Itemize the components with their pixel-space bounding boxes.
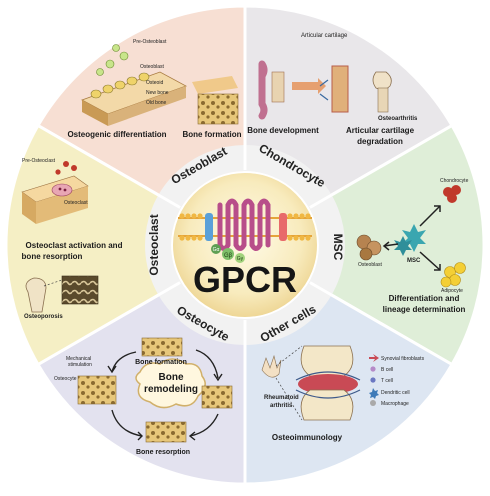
msc-arrows xyxy=(382,205,441,271)
label-bone-formation: Bone formation xyxy=(135,359,187,366)
label-msc-osteoblast: Osteoblast xyxy=(358,262,383,268)
adipocyte-cells xyxy=(440,262,466,288)
center-title: GPCR xyxy=(193,259,297,300)
caption-osteoclast-activation: Osteoclast activation and xyxy=(26,241,123,250)
caption-osteogenic-differentiation: Osteogenic differentiation xyxy=(67,130,166,139)
gpcr-receptor xyxy=(217,198,271,251)
legend-macrophage: Macrophage xyxy=(381,401,409,407)
label-mechanical: Mechanical xyxy=(66,356,91,362)
legend-dendritic-cell: Dendritic cell xyxy=(381,390,410,396)
label-rheumatoid: Rheumatoid xyxy=(264,395,299,401)
label-osteoid: Osteoid xyxy=(146,80,163,86)
svg-text:Gγ: Gγ xyxy=(237,256,244,262)
immune-legend-icons xyxy=(369,354,379,406)
label-bone-resorption: Bone resorption xyxy=(136,449,190,456)
caption-bone-development: Bone development xyxy=(247,126,319,135)
osteoclast-illustration xyxy=(21,161,89,224)
legend-synovial-fibroblasts: Synovial fibroblasts xyxy=(381,356,425,362)
caption-bone-formation: Bone formation xyxy=(182,130,241,139)
legend-t-cell: T cell xyxy=(381,378,393,384)
g-protein-gamma: Gγ xyxy=(235,253,245,263)
label-old-bone: Old bone xyxy=(146,100,167,106)
label-osteoporosis: Osteoporosis xyxy=(24,314,63,320)
label-chondrocyte: Chondrocyte xyxy=(440,178,469,184)
label-new-bone: New bone xyxy=(146,90,169,96)
label-bone: Bone xyxy=(159,372,184,383)
caption-articular-cartilage: Articular cartilage xyxy=(346,126,415,135)
ring-dividers xyxy=(157,145,333,345)
osteoblast-illustration xyxy=(81,44,187,126)
caption-lineage-determination: lineage determination xyxy=(383,305,466,314)
label-msc: MSC xyxy=(407,258,421,264)
ra-hand-illustration xyxy=(261,345,303,421)
chondrocyte-cells xyxy=(443,185,461,203)
bone-blocks xyxy=(77,337,233,443)
label-articular-cartilage: Articular cartilage xyxy=(301,33,348,39)
caption-bone-resorption: bone resorption xyxy=(22,252,83,261)
osteoblast-cells xyxy=(356,234,382,261)
label-osteocyte: Osteocyte xyxy=(54,376,77,382)
remodeling-arrows xyxy=(107,349,223,441)
caption-degradation: degradation xyxy=(357,137,403,146)
label-osteoarthritis: Osteoarthritis xyxy=(378,116,418,122)
label-osteoblast: Osteoblast xyxy=(140,64,165,70)
g-protein-beta: Gβ xyxy=(222,248,234,260)
ring-label-osteoclast: Osteoclast xyxy=(147,214,161,275)
bone-formation-block xyxy=(192,76,239,125)
label-arthritis: arthritis xyxy=(270,403,293,409)
osteoporosis-illustration xyxy=(25,275,99,313)
label-stimulation: stimulation xyxy=(68,362,92,368)
caption-osteoimmunology: Osteoimmunology xyxy=(272,433,343,442)
label-osteoclast: Osteoclast xyxy=(64,200,88,206)
bone-development-illustration xyxy=(258,60,349,120)
svg-text:Gβ: Gβ xyxy=(224,253,233,259)
label-pre-osteoblast: Pre-Osteoblast xyxy=(133,39,167,45)
label-remodeling: remodeling xyxy=(144,384,198,395)
msc-cells xyxy=(394,224,426,256)
svg-text:Gα: Gα xyxy=(213,247,220,253)
legend-b-cell: B cell xyxy=(381,367,393,373)
joint-illustration xyxy=(295,345,361,421)
g-protein-alpha: Gα xyxy=(211,244,221,254)
osteoarthritis-illustration xyxy=(372,71,392,113)
label-adipocyte: Adipocyte xyxy=(441,288,463,294)
caption-differentiation: Differentiation and xyxy=(389,294,460,303)
label-pre-osteoclast: Pre-Osteoclast xyxy=(22,158,56,164)
bone-remodeling-blob xyxy=(135,358,206,409)
ring-label-msc: MSC xyxy=(331,234,345,261)
